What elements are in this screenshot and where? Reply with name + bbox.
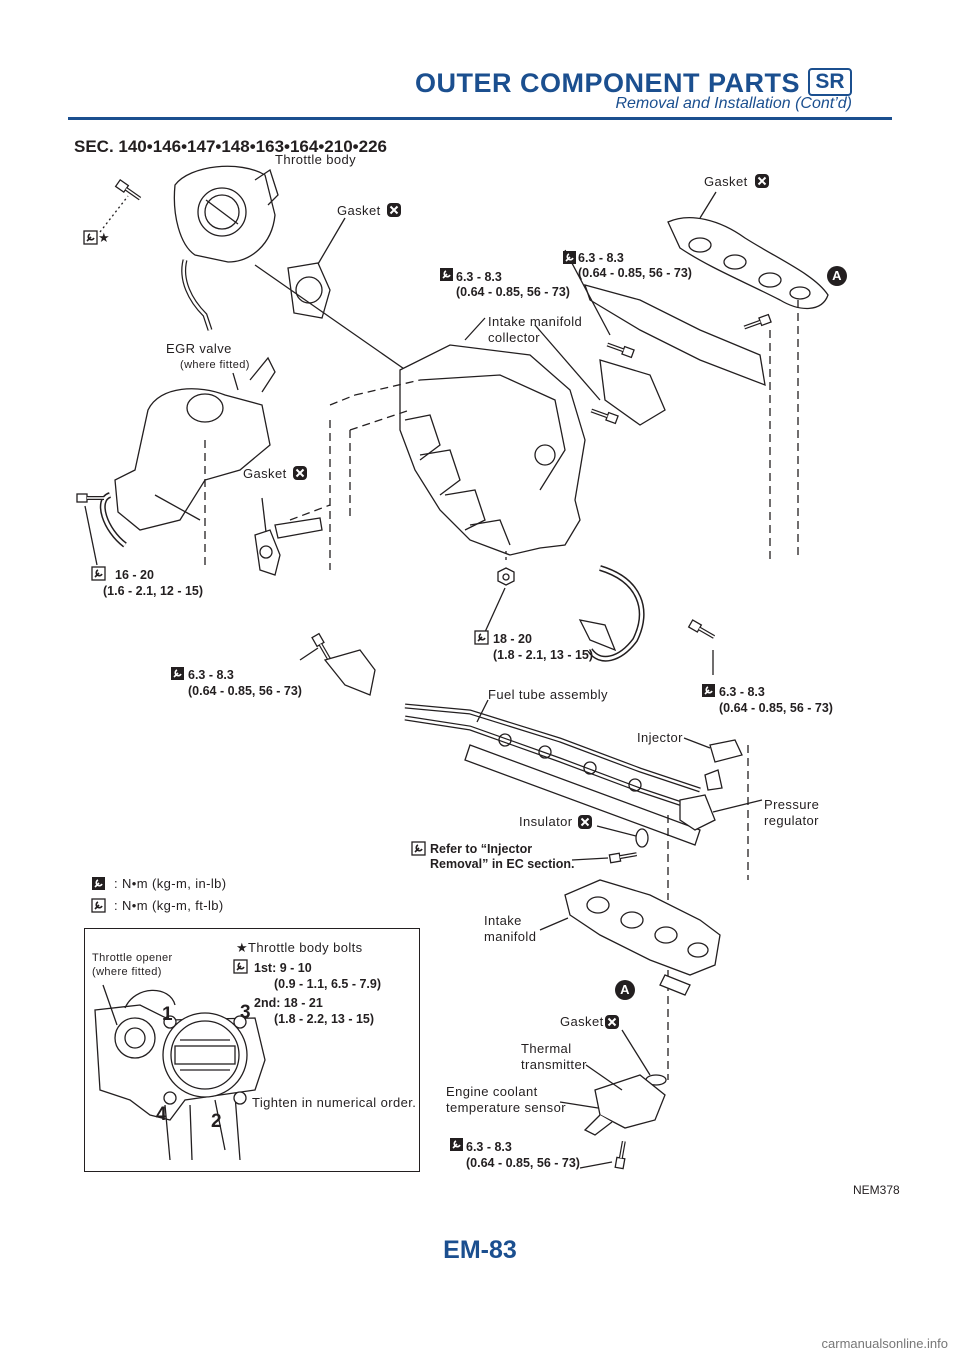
- figure-id: NEM378: [853, 1183, 900, 1197]
- label-pressure-regulator-1: Pressure: [764, 797, 820, 812]
- label-pressure-regulator-2: regulator: [764, 813, 819, 828]
- page-number: EM-83: [443, 1236, 517, 1264]
- page-header-title: OUTER COMPONENT PARTS: [414, 68, 800, 98]
- inset-order-note: Tighten in numerical order.: [252, 1095, 417, 1110]
- inset-bolt-number-1: 1: [162, 1004, 173, 1025]
- label-coolant-sensor-2: temperature sensor: [446, 1100, 566, 1115]
- label-thermal-transmitter-1: Thermal: [521, 1041, 572, 1056]
- star-icon: ★: [98, 230, 111, 245]
- inset-first-step-units: (0.9 - 1.1, 6.5 - 7.9): [274, 977, 381, 991]
- injector-removal-note-1: Refer to “Injector: [430, 842, 533, 856]
- label-insulator: Insulator: [519, 814, 573, 829]
- torque-collector-left: 6.3 - 8.3: [456, 270, 502, 284]
- section-reference: SEC. 140•146•147•148•163•164•210•226: [74, 137, 387, 156]
- inset-second-step: 2nd: 18 - 21: [254, 996, 323, 1010]
- label-gasket-egr: Gasket: [243, 466, 287, 481]
- label-egr-valve: EGR valve: [166, 341, 232, 356]
- label-intake-manifold-2: manifold: [484, 929, 537, 944]
- inset-throttle-drawing: [94, 984, 266, 1161]
- inset-bolt-number-2: 2: [211, 1111, 222, 1132]
- label-coolant-sensor-1: Engine coolant: [446, 1084, 538, 1099]
- torque-egr-units: (1.6 - 2.1, 12 - 15): [103, 584, 204, 598]
- callout-a-bottom: A: [620, 982, 630, 997]
- egr-valve-drawing: [99, 356, 276, 548]
- torque-collector-left-units: (0.64 - 0.85, 56 - 73): [456, 285, 570, 299]
- label-fuel-tube-assembly: Fuel tube assembly: [488, 687, 608, 702]
- inset-throttle-opener-1: Throttle opener: [92, 952, 173, 964]
- injector-removal-note-2: Removal” in EC section.: [430, 857, 575, 871]
- label-throttle-body: Throttle body: [275, 152, 357, 167]
- label-intake-manifold-1: Intake: [484, 913, 522, 928]
- callout-a-top: A: [832, 268, 842, 283]
- torque-nut: 18 - 20: [493, 632, 532, 646]
- inset-bolt-number-4: 4: [156, 1104, 167, 1125]
- torque-bracket-left-units: (0.64 - 0.85, 56 - 73): [188, 684, 302, 698]
- torque-bracket-left: 6.3 - 8.3: [188, 668, 234, 682]
- torque-nut-units: (1.8 - 2.1, 13 - 15): [493, 648, 594, 662]
- label-gasket-throttle: Gasket: [337, 203, 381, 218]
- label-gasket-thermostat: Gasket: [560, 1014, 604, 1029]
- inset-bolts-title: Throttle body bolts: [248, 940, 363, 955]
- torque-thermostat: 6.3 - 8.3: [466, 1140, 512, 1154]
- header-rule: [68, 117, 892, 120]
- intake-manifold-drawing: [539, 879, 721, 976]
- label-thermal-transmitter-2: transmitter: [521, 1057, 587, 1072]
- legend-ft-lb: : N•m (kg-m, ft-lb): [114, 898, 224, 913]
- inset-second-step-units: (1.8 - 2.2, 13 - 15): [274, 1012, 375, 1026]
- label-intake-collector-1: Intake manifold: [488, 314, 583, 329]
- torque-thermostat-units: (0.64 - 0.85, 56 - 73): [466, 1156, 580, 1170]
- inset-bolt-number-3: 3: [240, 1002, 251, 1023]
- throttle-body-drawing: [173, 165, 279, 331]
- fuel-tube-drawing: [404, 703, 701, 846]
- page-header-subtitle: Removal and Installation (Cont’d): [615, 95, 852, 112]
- intake-collector-drawing: [399, 317, 586, 556]
- torque-collector-right: 6.3 - 8.3: [578, 251, 624, 265]
- inset-star-icon: ★: [236, 940, 249, 955]
- torque-egr: 16 - 20: [115, 568, 154, 582]
- inset-first-step: 1st: 9 - 10: [254, 961, 312, 975]
- torque-hose-bracket: 6.3 - 8.3: [719, 685, 765, 699]
- label-egr-where-fitted: (where fitted): [180, 359, 250, 371]
- throttle-bolt-inset: [84, 928, 420, 1172]
- inset-throttle-opener-2: (where fitted): [92, 966, 162, 978]
- legend-in-lb: : N•m (kg-m, in-lb): [114, 876, 227, 891]
- label-intake-collector-2: collector: [488, 330, 541, 345]
- label-gasket-top: Gasket: [704, 174, 748, 189]
- watermark: carmanualsonline.info: [821, 1336, 948, 1351]
- section-badge: SR: [808, 68, 852, 96]
- label-injector: Injector: [637, 730, 683, 745]
- torque-collector-right-units: (0.64 - 0.85, 56 - 73): [578, 266, 692, 280]
- torque-hose-bracket-units: (0.64 - 0.85, 56 - 73): [719, 701, 833, 715]
